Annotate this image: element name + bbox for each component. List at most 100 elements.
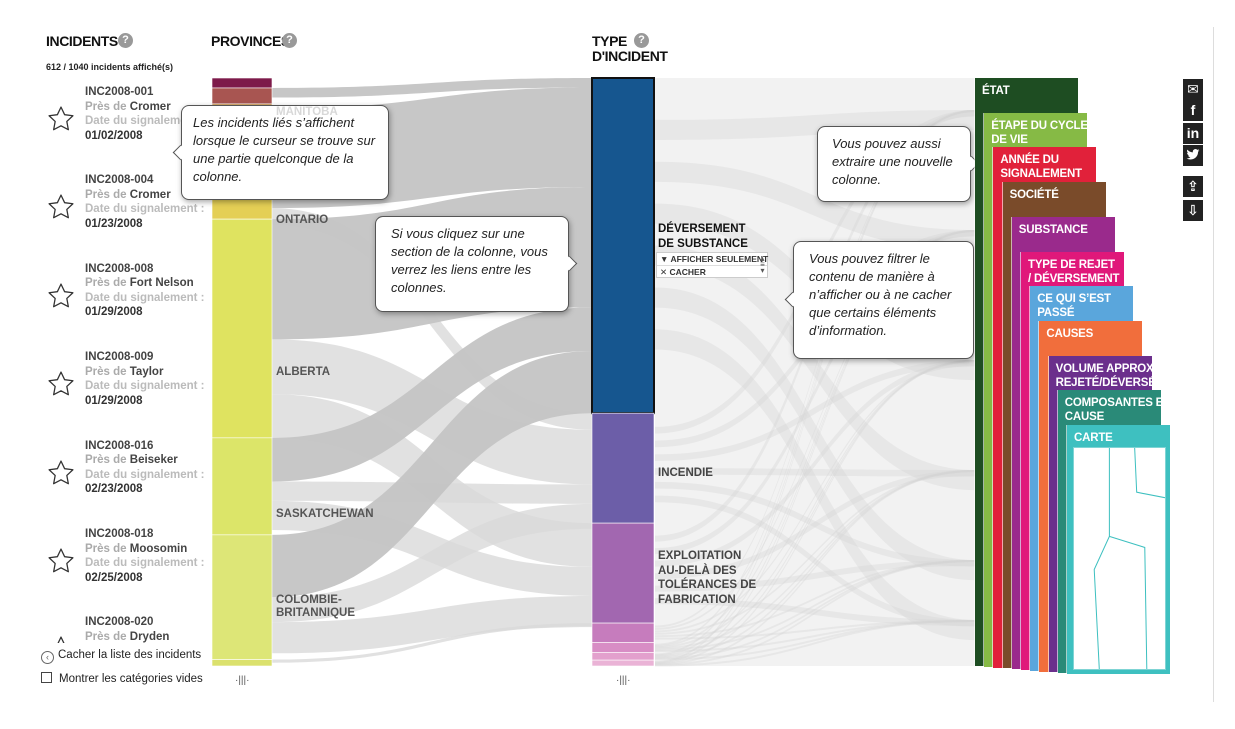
province-label[interactable]: ONTARIO — [276, 214, 329, 226]
column-card[interactable]: CARTE — [1067, 425, 1170, 674]
incidents-help-icon[interactable]: ? — [118, 33, 133, 48]
flow-link-faint — [655, 620, 975, 661]
email-icon[interactable]: ✉ — [1183, 79, 1203, 100]
star-icon[interactable] — [47, 547, 75, 575]
incident-type-segment — [591, 652, 655, 661]
flow-link — [272, 623, 592, 663]
flow-link-faint — [655, 287, 975, 581]
incident-place: Près de Cromer — [85, 188, 171, 203]
flow-link — [272, 78, 592, 98]
flow-link-faint — [655, 230, 975, 664]
flow-link-faint — [655, 470, 975, 666]
incident-place: Près de Moosomin — [85, 542, 187, 557]
download-icon[interactable]: ⇩ — [1183, 200, 1203, 221]
province-label[interactable]: ALBERTA — [276, 366, 331, 378]
tooltip-extract-column: Vous pouvez aussi extraire une nouvelle … — [817, 126, 980, 202]
flow-link-faint — [655, 495, 975, 627]
incident-count: 612 / 1040 incidents affiché(s) — [46, 62, 174, 72]
near-label: Près de — [85, 454, 127, 467]
flow-link-faint — [655, 110, 975, 663]
show-empty-checkbox[interactable] — [41, 672, 52, 683]
incidents-header: INCIDENTS — [46, 33, 118, 49]
flow-link-faint — [655, 560, 975, 592]
flow-link-faint — [655, 360, 975, 649]
province-label[interactable]: SASKATCHEWAN — [276, 508, 374, 520]
filter-hide-label: CACHER — [669, 267, 706, 277]
flow-link-faint — [655, 560, 975, 651]
flow-link-faint — [655, 329, 975, 641]
province-label[interactable]: COLOMBIE-BRITANNIQUE — [276, 594, 356, 619]
flow-link-faint — [655, 230, 975, 657]
share-bar — [1213, 27, 1214, 702]
incident-date: 02/23/2008 — [85, 483, 143, 496]
incident-date: 02/25/2008 — [85, 571, 143, 584]
star-icon[interactable] — [47, 459, 75, 487]
flow-link-faint — [655, 360, 975, 658]
flow-link-faint — [655, 620, 975, 652]
twitter-icon[interactable] — [1183, 145, 1203, 166]
incident-place: Près de Dryden — [85, 630, 169, 643]
provinces-resize-handle[interactable]: ·|||· — [235, 675, 250, 686]
type-resize-handle[interactable]: ·|||· — [616, 675, 631, 686]
facebook-icon[interactable]: f — [1183, 100, 1203, 121]
flow-link — [272, 503, 592, 623]
near-label: Près de — [85, 630, 127, 643]
filter-sort-icon[interactable]: ▴≡▾ — [760, 254, 765, 275]
incident-date-label: Date du signalement : — [85, 291, 205, 304]
filter-show-only[interactable]: ▼ AFFICHER SEULEMENT — [657, 253, 769, 265]
column-card-label: SOCIÉTÉ — [1009, 189, 1059, 202]
provinces-help-icon[interactable]: ? — [282, 33, 297, 48]
show-empty-toggle[interactable]: Montrer les catégories vides — [41, 672, 203, 685]
share-separator — [1185, 170, 1201, 171]
type-header-line1: TYPE — [592, 33, 627, 49]
flow-link-faint — [655, 360, 975, 665]
column-card-label: VOLUME APPROX.REJETÉ/DÉVERSÉ — [1055, 362, 1157, 389]
funnel-icon: ▼ — [660, 254, 671, 264]
flow-link-faint — [655, 360, 975, 633]
incident-date-label: Date du signalement : — [85, 380, 205, 393]
incident-type-segment — [591, 412, 655, 524]
flow-link-faint — [655, 560, 975, 666]
filter-show-only-label: AFFICHER SEULEMENT — [670, 254, 769, 264]
incident-id: INC2008-020 — [85, 616, 154, 629]
filter-menu[interactable]: ▼ AFFICHER SEULEMENT ✕ CACHER — [656, 252, 768, 278]
linkedin-icon[interactable]: in — [1183, 123, 1203, 144]
incident-date: 01/02/2008 — [85, 129, 143, 142]
incident-type-segment — [591, 622, 655, 643]
star-icon[interactable] — [47, 370, 75, 398]
place-name: Dryden — [129, 630, 170, 643]
near-label: Près de — [85, 542, 127, 555]
star-icon[interactable] — [47, 105, 75, 133]
tooltip-click-section: Si vous cliquez sur une section de la co… — [375, 216, 578, 312]
incident-place: Près de Taylor — [85, 365, 163, 380]
flow-link — [272, 595, 592, 654]
incident-date: 01/29/2008 — [85, 394, 143, 407]
type-help-icon[interactable]: ? — [634, 33, 649, 48]
province-label[interactable]: MANITOBA — [276, 106, 338, 118]
star-icon[interactable] — [47, 635, 75, 643]
flow-link-faint — [655, 230, 975, 555]
star-icon[interactable] — [47, 282, 75, 310]
incident-type-label[interactable]: INCENDIE — [658, 467, 713, 479]
export-image-icon[interactable]: ⇪ — [1183, 176, 1203, 197]
filter-hide[interactable]: ✕ CACHER — [657, 265, 767, 277]
flow-link-faint — [655, 230, 975, 630]
flow-link-faint — [655, 110, 975, 646]
place-name: Beiseker — [129, 454, 178, 467]
hide-list-toggle[interactable]: ‹Cacher la liste des incidents — [41, 649, 201, 664]
incident-type-segment — [591, 659, 655, 667]
incident-type-segment — [591, 642, 655, 653]
flow-link — [272, 350, 592, 598]
type-header-line2: D'INCIDENT — [592, 48, 668, 64]
star-icon[interactable] — [47, 193, 75, 221]
